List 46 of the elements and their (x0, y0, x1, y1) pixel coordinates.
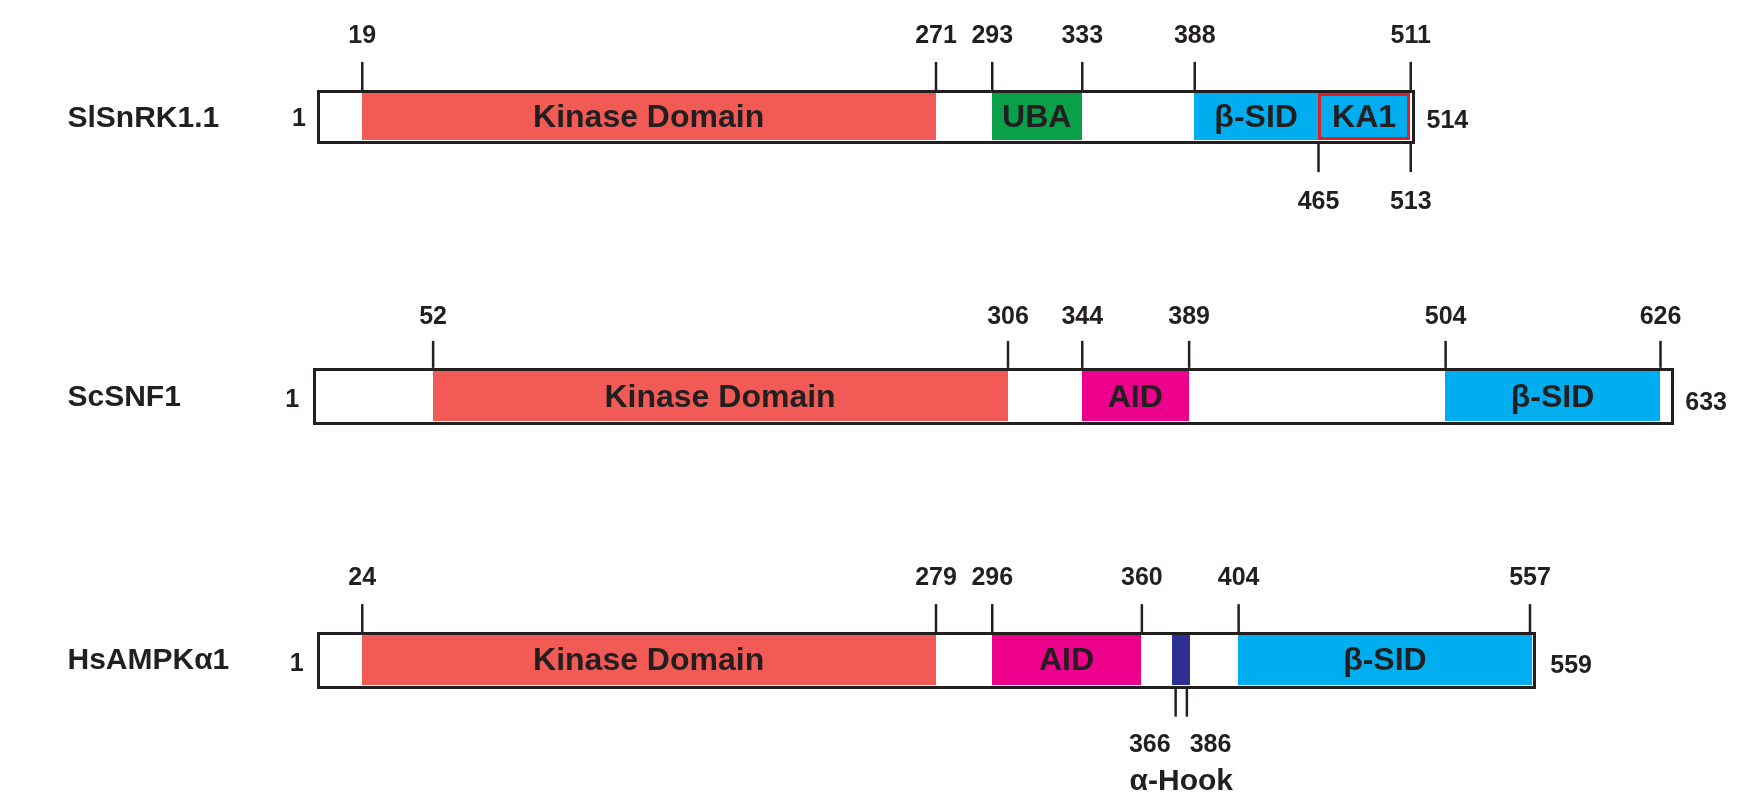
beta-sid-domain: β-SID (1238, 635, 1532, 685)
hook-segment (1171, 635, 1190, 685)
protein-name: HsAMPKα1 (67, 642, 230, 677)
residue-number: 389 (1168, 300, 1210, 330)
residue-number: 19 (348, 19, 377, 49)
residue-number: 366 (1128, 728, 1171, 757)
residue-number: 388 (1173, 19, 1216, 49)
kinase-domain: Kinase Domain (361, 635, 936, 685)
residue-number: 296 (971, 561, 1014, 591)
residue-number: 504 (1424, 300, 1467, 330)
residue-number: 306 (987, 300, 1029, 330)
protein-name: ScSNF1 (67, 379, 181, 413)
residue-number: 386 (1189, 728, 1232, 757)
beta-sid-domain: β-SID (1194, 93, 1318, 140)
residue-number: 360 (1121, 561, 1163, 591)
start-residue: 1 (285, 383, 300, 413)
end-residue: 514 (1426, 104, 1469, 134)
protein-bar (317, 632, 1536, 689)
residue-number: 279 (915, 561, 957, 591)
aid-domain: AID (1081, 370, 1189, 422)
protein-bar (317, 90, 1416, 144)
residue-number: 344 (1061, 300, 1104, 330)
residue-number: 52 (419, 300, 448, 330)
aid-domain: AID (991, 635, 1142, 685)
residue-number: 293 (971, 19, 1014, 49)
residue-number: 511 (1390, 19, 1431, 49)
start-residue: 1 (289, 647, 304, 676)
residue-number: 271 (915, 19, 957, 49)
ka1-domain: KA1 (1318, 93, 1411, 140)
protein-name: SlSnRK1.1 (67, 100, 220, 134)
residue-number: 465 (1297, 185, 1340, 215)
uba-domain: UBA (991, 93, 1082, 140)
residue-number: 626 (1639, 300, 1682, 330)
beta-sid-domain: β-SID (1445, 370, 1660, 422)
residue-number: 513 (1389, 185, 1432, 215)
region-label: α-Hook (1129, 762, 1233, 795)
start-residue: 1 (292, 102, 306, 132)
protein-bar (312, 367, 1674, 426)
kinase-domain: Kinase Domain (361, 93, 936, 140)
residue-number: 333 (1061, 19, 1104, 49)
residue-number: 404 (1217, 561, 1260, 591)
end-residue: 559 (1550, 649, 1592, 679)
residue-number: 24 (348, 561, 377, 591)
end-residue: 633 (1685, 386, 1727, 415)
residue-number: 557 (1509, 561, 1551, 591)
kinase-domain: Kinase Domain (432, 370, 1008, 422)
